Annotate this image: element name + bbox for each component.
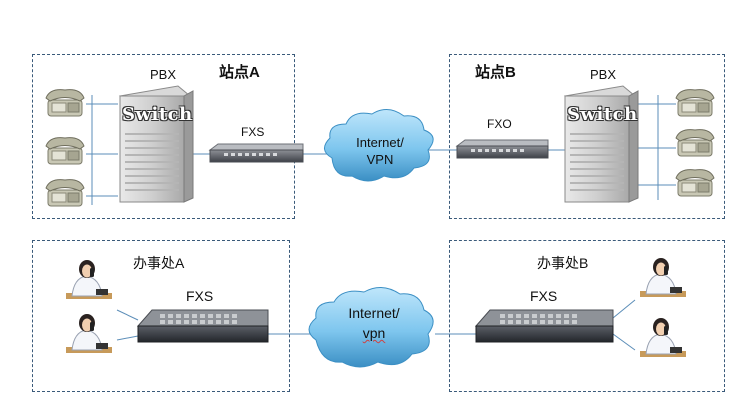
fxs-gateway-a: [208, 143, 304, 163]
person-on-phone-icon: [65, 259, 113, 300]
fxs-label-office-b: FXS: [530, 288, 558, 304]
cloud-top-line2: VPN: [366, 152, 394, 167]
site-b-box: [449, 54, 725, 219]
bottom-links: [116, 299, 636, 351]
fxo-gateway-b: [455, 139, 549, 159]
cloud-bottom-line2: vpn: [362, 325, 386, 341]
top-links: [86, 95, 676, 205]
cloud-top-text: Internet/ VPN: [338, 134, 422, 168]
cloud-bottom-text: Internet/ vpn: [332, 303, 416, 343]
site-a-box: [32, 54, 295, 219]
telephone-icon: [675, 129, 715, 157]
fxs-label-office-a: FXS: [186, 288, 214, 304]
office-b-title: 办事处B: [537, 255, 589, 271]
pbx-label-b: PBX: [590, 67, 617, 82]
telephone-icon: [675, 169, 715, 197]
fxs-switch-office-a: [136, 309, 269, 343]
pbx-switch-text-b: Switch: [567, 104, 638, 125]
site-a-title: 站点A: [219, 64, 260, 81]
fxs-switch-office-b: [474, 309, 614, 343]
telephone-icon: [45, 137, 85, 165]
pbx-tower-b: [563, 85, 639, 203]
internet-vpn-cloud-bottom: [308, 287, 434, 368]
internet-vpn-cloud-top: [324, 109, 434, 182]
office-a-title: 办事处A: [133, 255, 185, 271]
cloud-top-line1: Internet/: [356, 135, 404, 150]
pbx-tower-a: [118, 85, 194, 203]
telephone-icon: [675, 89, 715, 117]
cloud-bottom-line1: Internet/: [348, 305, 400, 321]
pbx-switch-text-a: Switch: [122, 104, 193, 125]
telephone-icon: [45, 89, 85, 117]
fxs-label-a: FXS: [241, 125, 265, 139]
person-on-phone-icon: [65, 313, 113, 354]
person-on-phone-icon: [639, 257, 687, 298]
site-b-title: 站点B: [475, 64, 516, 81]
telephone-icon: [45, 179, 85, 207]
person-on-phone-icon: [639, 317, 687, 358]
office-b-box: [449, 240, 725, 392]
pbx-label-a: PBX: [150, 67, 177, 82]
fxo-label-b: FXO: [487, 117, 512, 131]
office-a-box: [32, 240, 290, 392]
